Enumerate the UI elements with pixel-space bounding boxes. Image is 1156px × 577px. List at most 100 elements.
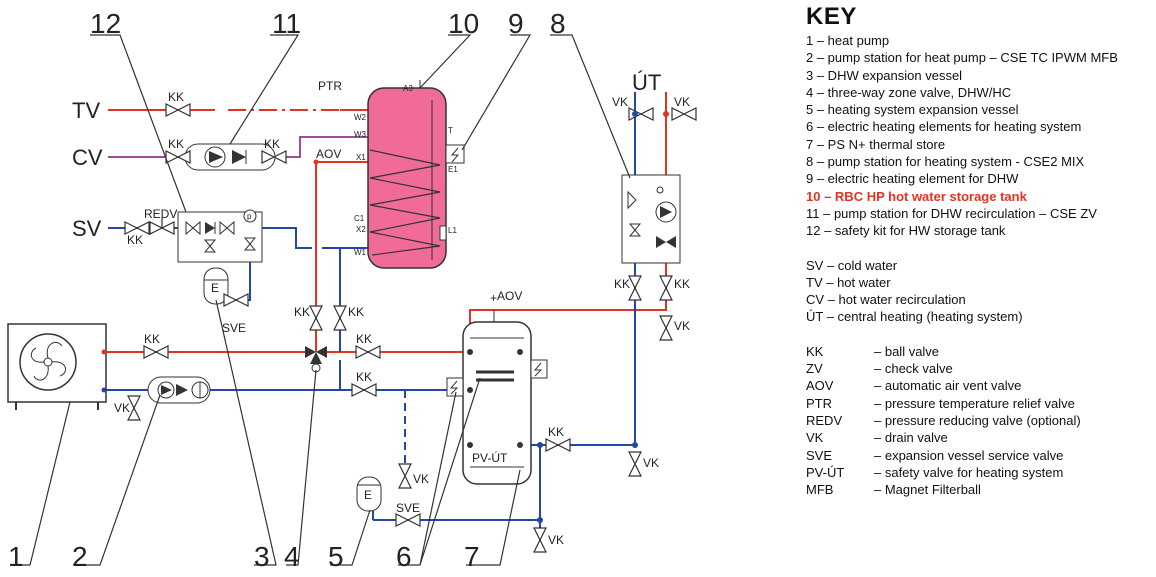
svg-text:SVE: SVE: [396, 501, 420, 515]
abbr-row: AOV– automatic air vent valve: [806, 378, 1022, 394]
svg-text:PTR: PTR: [318, 79, 342, 93]
safety-kit: p: [177, 209, 263, 263]
number-3: 3: [254, 541, 270, 572]
abbr-row: KK– ball valve: [806, 343, 940, 359]
safety-valve-label: PV-ÚT: [472, 450, 508, 465]
legend-item-8: 8 – pump station for heating system - CS…: [806, 154, 1085, 170]
aov-label-store: AOV: [497, 289, 522, 303]
svg-text:KK: KK: [294, 305, 310, 319]
number-7: 7: [464, 541, 480, 572]
dhw-expansion-vessel: E: [203, 267, 229, 305]
junction-dots: [313, 111, 669, 523]
ut-label: ÚT: [632, 70, 661, 95]
cv-label: CV: [72, 145, 103, 170]
abbr-row: VK– drain valve: [806, 430, 948, 446]
three-way-zone-valve: [305, 346, 327, 373]
svg-text:E1: E1: [448, 165, 458, 174]
line-ut: ÚT – central heating (heating system): [806, 309, 1023, 325]
svg-text:KK: KK: [356, 370, 372, 384]
svg-text:VK: VK: [674, 319, 690, 333]
dhw-electric-heater: [445, 144, 465, 164]
svg-text:C1: C1: [354, 214, 365, 223]
pressure-reducing-valve: [149, 218, 175, 235]
legend-item-12: 12 – safety kit for HW storage tank: [806, 223, 1006, 239]
svg-text:X2: X2: [356, 225, 366, 234]
legend-panel: KEY 1 – heat pump 2 – pump station for h…: [806, 4, 1151, 498]
number-2: 2: [72, 541, 88, 572]
connection-labels: TV CV SV ÚT: [72, 70, 661, 241]
svg-text:SVE: SVE: [222, 321, 246, 335]
svg-text:KK: KK: [127, 233, 143, 247]
abbr-row: SVE– expansion vessel service valve: [806, 447, 1064, 463]
svg-text:KK: KK: [356, 332, 372, 346]
component-numbers: 1 2 3 4 5 6 7 8 9 10 11 12: [8, 8, 566, 572]
legend-item-10: 10 – RBC HP hot water storage tank: [806, 188, 1027, 204]
tank-port-labels: A3 W2 W3 X1 C1 X2 W1 T E1 L1: [354, 84, 458, 257]
svg-text:E: E: [364, 488, 372, 502]
svg-text:+: +: [490, 291, 497, 305]
dhw-storage-tank: [367, 80, 447, 269]
heating-pump-station: [621, 174, 681, 264]
valve-labels: KK KK KK KK REDV SVE SVE PTR AOV KK KK K…: [114, 79, 690, 547]
legend-item-3: 3 – DHW expansion vessel: [806, 67, 963, 83]
svg-text:KK: KK: [168, 90, 184, 104]
svg-text:VK: VK: [413, 472, 429, 486]
thermal-store-heaters: [446, 359, 548, 397]
ball-valves: [124, 103, 673, 452]
hydraulic-schematic: A3 W2 W3 X1 C1 X2 W1 T E1 L1 PV-ÚT AOV +: [7, 8, 697, 572]
leader-lines: [10, 34, 631, 566]
svg-text:KK: KK: [264, 137, 280, 151]
heating-expansion-vessel: E: [356, 476, 382, 512]
svg-text:KK: KK: [548, 425, 564, 439]
number-11: 11: [272, 8, 301, 39]
abbr-row: PTR– pressure temperature relief valve: [806, 395, 1075, 411]
line-cv: CV – hot water recirculation: [806, 292, 966, 308]
abbr-row: MFB– Magnet Filterball: [806, 482, 981, 498]
legend-item-2: 2 – pump station for heat pump – CSE TC …: [806, 50, 1118, 66]
number-1: 1: [8, 541, 24, 572]
pipe-line-legend: SV – cold water TV – hot water CV – hot …: [806, 257, 1151, 326]
svg-text:VK: VK: [674, 95, 690, 109]
abbreviation-list: KK– ball valve ZV– check valve AOV– auto…: [806, 343, 1151, 499]
svg-text:KK: KK: [348, 305, 364, 319]
tv-label: TV: [72, 98, 100, 123]
heat-pump: [7, 323, 107, 410]
svg-text:T: T: [448, 126, 453, 135]
service-valves: [223, 293, 421, 527]
number-6: 6: [396, 541, 412, 572]
svg-text:VK: VK: [643, 456, 659, 470]
legend-item-6: 6 – electric heating elements for heatin…: [806, 119, 1082, 135]
number-8: 8: [550, 8, 566, 39]
svg-text:KK: KK: [144, 332, 160, 346]
svg-text:E: E: [211, 281, 219, 295]
svg-text:KK: KK: [614, 277, 630, 291]
svg-text:VK: VK: [548, 533, 564, 547]
legend-item-9: 9 – electric heating element for DHW: [806, 171, 1019, 187]
svg-text:KK: KK: [674, 277, 690, 291]
abbr-row: PV-ÚT– safety valve for heating system: [806, 464, 1064, 480]
number-9: 9: [508, 8, 524, 39]
svg-text:A3: A3: [403, 84, 413, 93]
svg-text:REDV: REDV: [144, 207, 177, 221]
line-sv: SV – cold water: [806, 257, 898, 273]
legend-title: KEY: [806, 3, 857, 30]
pressure-gauge-label: p: [247, 212, 252, 221]
svg-text:VK: VK: [612, 95, 628, 109]
svg-text:VK: VK: [114, 401, 130, 415]
svg-text:W1: W1: [354, 248, 367, 257]
legend-item-1: 1 – heat pump: [806, 33, 890, 48]
legend-item-5: 5 – heating system expansion vessel: [806, 102, 1019, 118]
legend-item-7: 7 – PS N+ thermal store: [806, 136, 946, 152]
svg-text:W3: W3: [354, 130, 367, 139]
svg-text:AOV: AOV: [316, 147, 341, 161]
number-12: 12: [90, 8, 121, 39]
legend-item-4: 4 – three-way zone valve, DHW/HC: [806, 84, 1012, 100]
number-5: 5: [328, 541, 344, 572]
svg-text:W2: W2: [354, 113, 367, 122]
abbr-row: REDV– pressure reducing valve (optional): [806, 412, 1081, 428]
abbr-row: ZV– check valve: [806, 361, 953, 377]
number-4: 4: [284, 541, 300, 572]
thermal-store: [462, 310, 532, 485]
svg-text:X1: X1: [356, 153, 366, 162]
number-10: 10: [448, 8, 479, 39]
